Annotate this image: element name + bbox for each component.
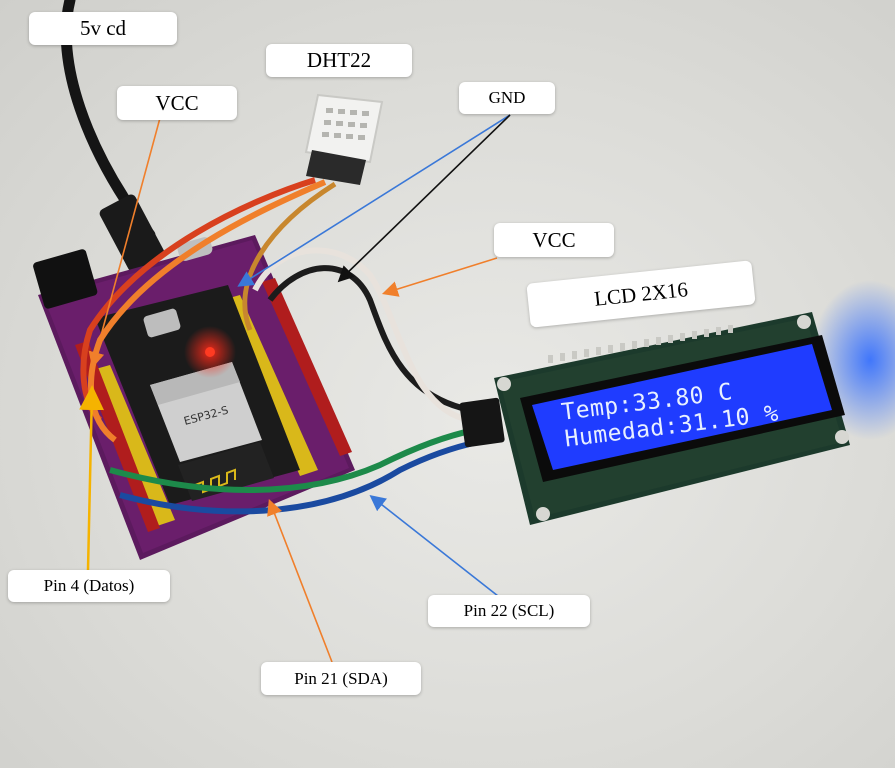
wire-green [109,427,476,493]
micro-usb-port [143,308,181,338]
lcd-module [494,312,850,525]
arrow-vcc-top [88,117,161,369]
label-pin22: Pin 22 (SCL) [428,595,590,627]
arrow-gnd-black [337,114,511,283]
arrow-pin4 [79,385,105,571]
power-led [205,347,215,357]
arrow-pin22 [369,495,499,597]
dc-jack [33,249,98,309]
wire-white [252,247,471,423]
usb-plug [99,194,165,272]
esp32-module: ESP32-S [95,285,300,505]
lcd-connector [459,397,505,448]
arrow-pin21 [267,499,333,663]
dht22-sensor [304,93,384,185]
label-pin4: Pin 4 (Datos) [8,570,170,602]
arrow-vcc-right [381,257,498,297]
lcd-screen [532,344,832,470]
wire-blue [119,439,479,515]
label-gnd: GND [459,82,555,114]
wire-brown [242,181,337,331]
arrow-gnd-blue [237,114,511,287]
label-dht22: DHT22 [266,44,412,77]
label-vcc-top: VCC [117,86,237,120]
label-vcc-right: VCC [494,223,614,257]
label-pin21: Pin 21 (SDA) [261,662,421,695]
label-power: 5v cd [29,12,177,45]
